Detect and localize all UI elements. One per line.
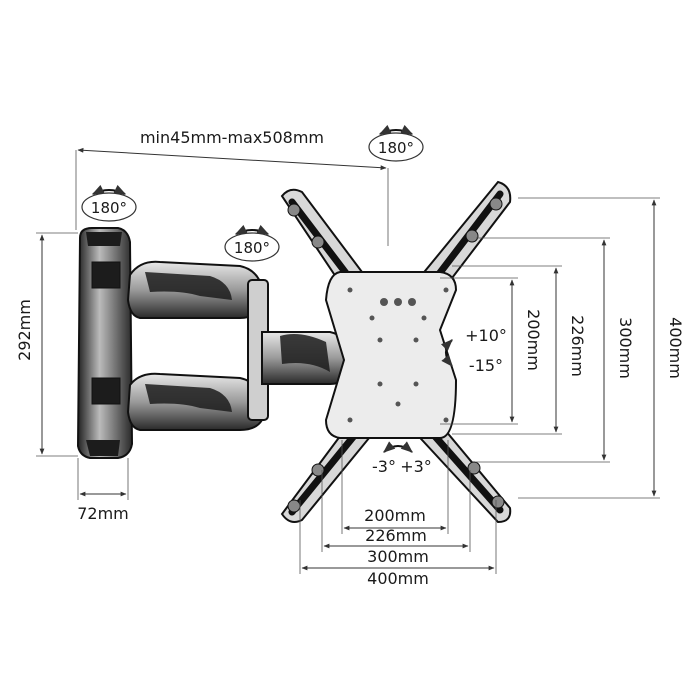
- articulating-arms: [126, 260, 351, 431]
- vesa-h-226-label: 226mm: [365, 526, 427, 545]
- tilt-up-label: +10°: [465, 326, 507, 345]
- tv-bracket: [280, 180, 512, 524]
- height-label: 292mm: [15, 299, 34, 361]
- depth-label: 72mm: [77, 504, 129, 523]
- level-plus-label: +3°: [400, 457, 432, 476]
- vesa-h-300-label: 300mm: [367, 547, 429, 566]
- tilt-arrow-icon: [440, 339, 453, 367]
- vesa-h-400-label: 400mm: [367, 569, 429, 588]
- level-arrow-icon: [383, 441, 413, 453]
- tilt-down-label: -15°: [469, 356, 503, 375]
- mounting-holes: [347, 287, 449, 423]
- leg-holes: [287, 197, 505, 513]
- swivel-badge-top: 180°: [368, 124, 424, 162]
- wall-plate: [76, 227, 134, 459]
- swivel-badge-wall: 180°: [81, 184, 137, 222]
- vesa-v-200-label: 200mm: [524, 309, 543, 371]
- swivel-wall-label: 180°: [91, 199, 127, 217]
- dimension-lines: [36, 147, 660, 574]
- vesa-v-226-label: 226mm: [568, 315, 587, 377]
- level-minus-label: -3°: [372, 457, 396, 476]
- swivel-badge-mid: 180°: [224, 224, 280, 262]
- vesa-h-200-label: 200mm: [364, 506, 426, 525]
- vesa-v-400-label: 400mm: [666, 317, 685, 379]
- swivel-mid-label: 180°: [234, 239, 270, 257]
- arm-extension-label: min45mm-max508mm: [140, 128, 324, 147]
- swivel-top-label: 180°: [378, 139, 414, 157]
- vesa-v-300-label: 300mm: [616, 317, 635, 379]
